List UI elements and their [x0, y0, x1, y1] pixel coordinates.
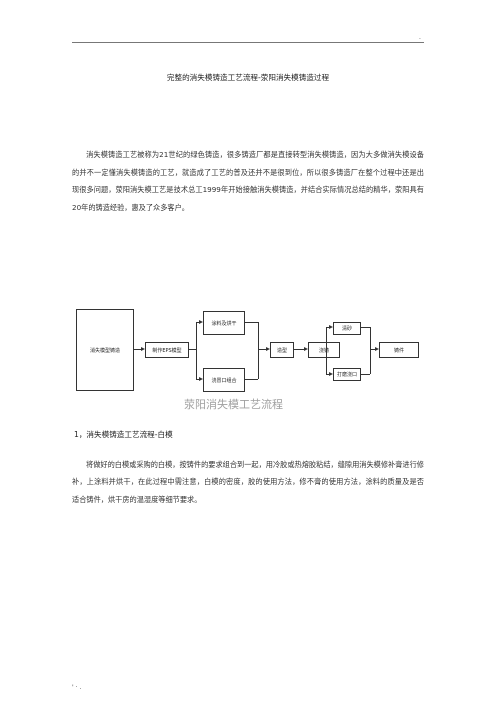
node-pouring: 浇铸 — [308, 342, 340, 358]
connector — [133, 349, 141, 350]
arrow-head — [329, 325, 333, 329]
connector — [370, 349, 375, 350]
arrow-head — [199, 320, 203, 324]
node-cleaning: 清砂 — [333, 322, 361, 335]
arrow-head — [375, 347, 379, 351]
footer-mark: ' · . — [72, 684, 82, 691]
connector — [326, 327, 330, 328]
connector — [258, 349, 266, 350]
connector — [188, 349, 196, 350]
connector — [196, 322, 200, 323]
connector — [360, 327, 370, 328]
connector — [370, 327, 371, 374]
arrow-head — [329, 372, 333, 376]
connector — [196, 322, 197, 379]
node-start: 消失模型铸造 — [76, 309, 134, 391]
header-mark: . — [419, 34, 421, 41]
connector — [244, 379, 258, 380]
connector — [244, 322, 258, 323]
arrow-head — [304, 347, 308, 351]
document-title: 完整的消失模铸造工艺流程-荥阳消失模铸造过程 — [166, 73, 330, 82]
connector — [196, 379, 200, 380]
node-eps: 制作EPS模型 — [145, 342, 189, 358]
node-casting: 铸件 — [379, 342, 419, 358]
process-flow-diagram: 消失模型铸造 制作EPS模型 涂料及烘干 浇冒口组合 造型 浇铸 清砂 打磨浇口… — [76, 297, 419, 414]
connector — [326, 327, 327, 374]
arrow-head — [141, 347, 145, 351]
header-rule — [72, 42, 424, 43]
connector — [360, 374, 370, 375]
arrow-head — [199, 377, 203, 381]
diagram-caption: 荥阳消失模工艺流程 — [184, 398, 283, 411]
arrow-head — [266, 347, 270, 351]
section-heading: 1，消失模铸造工艺流程-白模 — [74, 430, 173, 439]
node-gate: 浇冒口组合 — [203, 368, 245, 392]
section-paragraph: 将做好的白模或采购的白模，按铸件的要求组合到一起，用冷胶或热熔胶粘结，缝隙用消失… — [72, 456, 424, 508]
connector — [258, 322, 259, 379]
node-coat: 涂料及烘干 — [203, 311, 245, 335]
connector — [293, 349, 304, 350]
connector — [326, 374, 330, 375]
node-grinding: 打磨浇口 — [333, 368, 361, 381]
intro-paragraph-text: 消失模铸造工艺被称为21世纪的绿色铸造，很多铸造厂都是直接转型消失模铸造，因为大… — [72, 150, 424, 212]
intro-paragraph: 消失模铸造工艺被称为21世纪的绿色铸造，很多铸造厂都是直接转型消失模铸造，因为大… — [72, 146, 424, 216]
section-paragraph-text: 将做好的白模或采购的白模，按铸件的要求组合到一起，用冷胶或热熔胶粘结，缝隙用消失… — [72, 460, 424, 504]
node-molding: 造型 — [270, 342, 294, 358]
